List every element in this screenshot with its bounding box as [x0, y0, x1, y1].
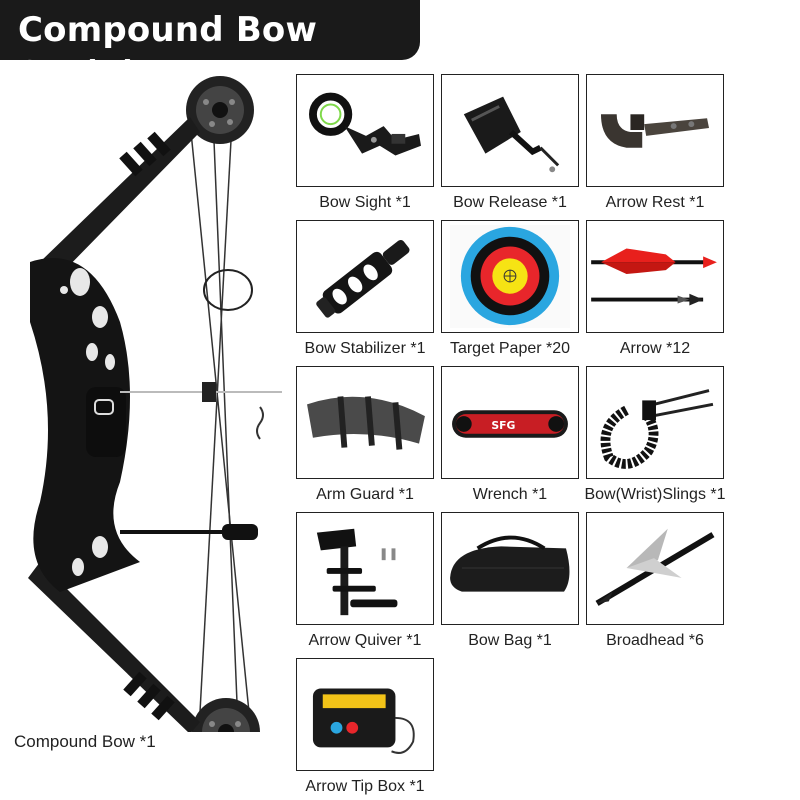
wrist-sling-image: [586, 366, 724, 479]
accessory-label: Arrow Quiver *1: [308, 632, 422, 649]
arrow-icon: [591, 248, 717, 306]
svg-text:SFG: SFG: [491, 419, 515, 432]
accessory-label: Target Paper *20: [449, 340, 571, 357]
arrow-tip-box-icon: [312, 688, 415, 754]
wrist-sling-icon: [600, 389, 714, 469]
compound-bow-label: Compound Bow *1: [14, 732, 156, 751]
accessory-label: Bow Release *1: [453, 194, 567, 211]
arrow-tip-box-image: [296, 658, 434, 771]
accessory-label: Bow Stabilizer *1: [304, 340, 426, 357]
bow-bag-icon: [450, 535, 570, 592]
wrench-icon: SFG: [452, 410, 568, 438]
accessory-label: Arrow Tip Box *1: [305, 778, 425, 795]
bow-stabilizer-image: [296, 220, 434, 333]
bottom-cam-icon: [192, 698, 260, 732]
arrow-rest-image: [586, 74, 724, 187]
top-cam-icon: [186, 76, 254, 144]
arm-guard-icon: [307, 396, 425, 450]
arrow-rest-icon: [600, 114, 710, 148]
bow-sight-image: [296, 74, 434, 187]
wrench-image: SFG: [441, 366, 579, 479]
target-paper-icon: [450, 224, 570, 329]
accessory-label: Broadhead *6: [606, 632, 704, 649]
accessory-label: Arrow Rest *1: [605, 194, 705, 211]
accessory-label: Arm Guard *1: [316, 486, 414, 503]
accessory-label: Bow(Wrist)Slings *1: [584, 486, 726, 503]
arrow-quiver-image: [296, 512, 434, 625]
arrow-image: [586, 220, 724, 333]
accessory-label: Arrow *12: [619, 340, 691, 357]
arrow-quiver-icon: [316, 528, 398, 616]
target-paper-image: [441, 220, 579, 333]
arm-guard-image: [296, 366, 434, 479]
broadhead-icon: [595, 528, 715, 606]
bow-sight-icon: [309, 92, 421, 156]
compound-bow-panel: Compound Bow *1: [0, 62, 290, 800]
bow-release-icon: [463, 96, 560, 173]
page-title: Compound Bow Set(4): [18, 10, 318, 94]
broadhead-image: [586, 512, 724, 625]
accessory-label: Bow Bag *1: [468, 632, 552, 649]
compound-bow-icon: [28, 76, 282, 732]
bow-release-image: [441, 74, 579, 187]
bow-bag-image: [441, 512, 579, 625]
accessory-label: Wrench *1: [472, 486, 548, 503]
bow-stabilizer-icon: [316, 239, 410, 318]
accessory-label: Bow Sight *1: [319, 194, 411, 211]
title-banner: Compound Bow Set(4): [0, 0, 420, 94]
